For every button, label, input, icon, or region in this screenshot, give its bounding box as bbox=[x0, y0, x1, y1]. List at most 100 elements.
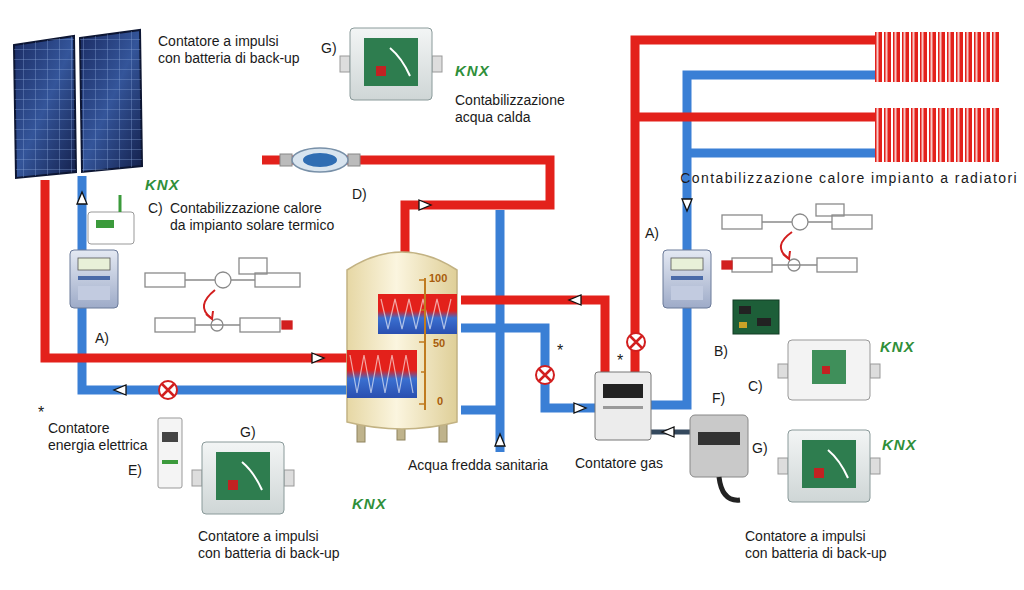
circuit-board bbox=[757, 318, 771, 326]
fitting-detail bbox=[240, 318, 280, 332]
fitting-detail bbox=[722, 204, 872, 272]
fitting-detail bbox=[155, 318, 195, 332]
knx-module bbox=[96, 220, 114, 228]
flow-pipe bbox=[45, 180, 350, 358]
gas-boiler bbox=[603, 406, 643, 409]
tank-part bbox=[347, 350, 417, 398]
callout-letter: C) bbox=[748, 378, 763, 395]
fitting-detail bbox=[239, 258, 267, 274]
fitting-detail bbox=[816, 204, 844, 216]
gas-boiler bbox=[603, 384, 643, 398]
pulse-counter bbox=[778, 458, 788, 474]
knx-module bbox=[788, 340, 870, 400]
gas-boiler bbox=[595, 372, 651, 440]
callout-letter: A) bbox=[95, 330, 109, 347]
fitting-detail bbox=[145, 258, 300, 332]
water-meter bbox=[348, 154, 360, 166]
storage-tank: 100500 bbox=[343, 238, 461, 448]
fitting-detail bbox=[722, 215, 762, 229]
callout-letter: A) bbox=[645, 225, 659, 242]
fitting-detail bbox=[762, 221, 832, 222]
heat-meter bbox=[671, 258, 703, 270]
valve bbox=[539, 369, 551, 381]
tank-part bbox=[419, 280, 425, 404]
valve bbox=[630, 336, 642, 348]
return-pipe bbox=[461, 406, 500, 415]
return-pipe bbox=[687, 149, 875, 158]
tank-part bbox=[347, 252, 457, 429]
pulse-counter bbox=[870, 458, 880, 474]
fitting-detail bbox=[255, 273, 300, 287]
valve bbox=[536, 366, 554, 384]
valve bbox=[162, 384, 174, 396]
flow-arrow bbox=[77, 192, 692, 446]
knx-module bbox=[778, 364, 788, 378]
circuit-board bbox=[739, 306, 751, 314]
scale-number: 0 bbox=[437, 395, 443, 407]
knx-module bbox=[88, 195, 134, 244]
pulse-counter bbox=[778, 430, 880, 502]
solar-panel bbox=[14, 36, 76, 178]
return-pipe bbox=[651, 75, 875, 405]
pulse-counter bbox=[192, 470, 202, 486]
flow-arrow bbox=[312, 353, 324, 363]
pulse-counter bbox=[788, 430, 870, 502]
flow-arrow bbox=[682, 199, 692, 211]
water-meter bbox=[303, 153, 337, 167]
callout-letter: B) bbox=[714, 343, 728, 360]
solar-panel bbox=[14, 36, 76, 178]
pulse-counter bbox=[284, 470, 294, 486]
pulse-counter bbox=[192, 442, 294, 514]
knx-module bbox=[870, 364, 880, 378]
heat-meter bbox=[663, 250, 711, 308]
heat-meter bbox=[70, 250, 118, 308]
water-meter bbox=[280, 148, 360, 172]
valve bbox=[536, 366, 554, 384]
pulse-counter bbox=[390, 48, 410, 76]
callout-letter: G) bbox=[321, 40, 337, 57]
pulse-counter bbox=[364, 38, 418, 86]
knx-logo: KNX bbox=[882, 436, 917, 454]
heat-meter bbox=[78, 276, 110, 280]
pulse-counter bbox=[802, 440, 856, 488]
circuit-board bbox=[739, 322, 747, 328]
heat-meter bbox=[78, 258, 110, 270]
pulse-counter bbox=[376, 66, 386, 76]
solar-panel bbox=[14, 30, 142, 178]
annotation-text: Contatore a impulsi con batteria di back… bbox=[198, 528, 342, 562]
callout-letter: C) bbox=[148, 200, 163, 217]
knx-logo: KNX bbox=[455, 62, 490, 80]
fitting-detail bbox=[145, 273, 185, 287]
asterisk-note: * bbox=[38, 405, 44, 421]
pulse-counter bbox=[228, 480, 238, 490]
fitting-detail bbox=[832, 215, 872, 229]
knx-logo: KNX bbox=[145, 176, 180, 194]
flow-pipe bbox=[45, 40, 875, 373]
knx-module bbox=[812, 350, 846, 384]
flow-arrow bbox=[419, 200, 431, 210]
fitting-detail bbox=[211, 319, 223, 331]
flow-arrow bbox=[114, 385, 126, 395]
pulse-counter bbox=[242, 462, 262, 490]
flow-arrow bbox=[569, 295, 581, 305]
heat-meter bbox=[671, 286, 703, 300]
knx-module bbox=[88, 212, 134, 244]
flow-pipe bbox=[635, 113, 875, 122]
annotation-text: Contabilizzazione calore impianto a radi… bbox=[680, 170, 1018, 187]
fitting-detail bbox=[792, 214, 808, 230]
knx-module bbox=[119, 195, 122, 212]
water-meter bbox=[292, 148, 348, 172]
return-pipe bbox=[461, 328, 596, 408]
pulse-counter bbox=[340, 56, 350, 72]
fitting-detail bbox=[206, 311, 213, 319]
tank-part bbox=[381, 299, 451, 329]
asterisk-note: * bbox=[617, 353, 623, 369]
pulse-counter bbox=[432, 56, 442, 72]
valve bbox=[627, 333, 645, 351]
pulse-counter bbox=[828, 450, 848, 478]
tank-part bbox=[424, 278, 426, 410]
gas-meter bbox=[719, 477, 740, 500]
electric-meter bbox=[158, 418, 182, 488]
